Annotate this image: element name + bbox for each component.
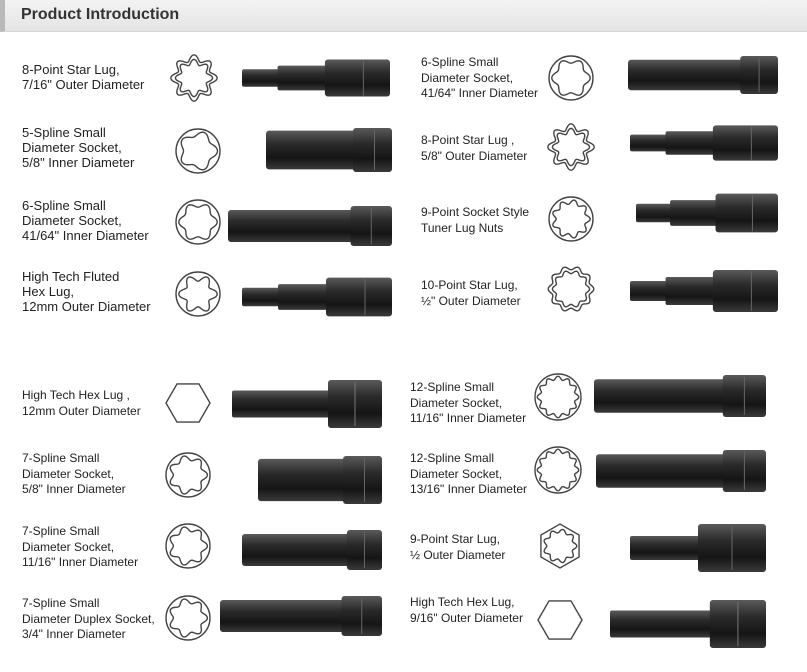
product-label-line: 41/64" Inner Diameter: [421, 86, 538, 100]
product-photo: [628, 56, 778, 99]
product-label-line: 9/16" Outer Diameter: [410, 610, 523, 625]
product-label-line: 6-Spline Small: [22, 198, 106, 213]
product-label-line: 7/16" Outer Diameter: [22, 77, 145, 92]
product-label-line: 7-Spline Small: [22, 524, 100, 538]
product-label-line: Diameter Socket,: [22, 466, 115, 481]
product-label-line: ½ Outer Diameter: [410, 547, 506, 562]
product-label: 8-Point Star Lug ,5/8" Outer Diameter: [421, 133, 527, 164]
product-label-line: 11/16" Inner Diameter: [22, 555, 139, 569]
product-label-line: High Tech Hex Lug,: [410, 595, 515, 609]
product-label-line: 12mm Outer Diameter: [22, 403, 141, 418]
product-label-line: 3/4" Inner Diameter: [22, 627, 126, 641]
product-photo: [232, 380, 382, 433]
product-label-line: 8-Point Star Lug ,: [421, 133, 515, 147]
product-photo: [242, 56, 390, 105]
product-photo: [258, 456, 382, 509]
section-header: Product Introduction: [0, 0, 807, 32]
product-label-line: 8-Point Star Lug,: [22, 62, 120, 77]
7-spline-icon: [162, 449, 214, 506]
5-spline-icon: [172, 125, 224, 182]
product-photo: [228, 206, 392, 251]
product-label: 10-Point Star Lug,½" Outer Diameter: [421, 278, 521, 309]
12-spline-icon: [532, 371, 584, 428]
product-label-line: High Tech Hex Lug ,: [22, 388, 130, 402]
product-label-line: 10-Point Star Lug,: [421, 278, 518, 292]
product-label-line: 41/64" Inner Diameter: [22, 228, 149, 243]
product-label-line: 7-Spline Small: [22, 451, 100, 465]
product-label-line: 5/8" Inner Diameter: [22, 155, 135, 170]
product-photo: [220, 596, 382, 641]
product-label-line: Diameter Socket,: [410, 395, 503, 410]
9-point-icon: [545, 193, 597, 250]
product-label-line: 12-Spline Small: [410, 380, 495, 394]
product-photo: [630, 266, 778, 321]
page-title: Product Introduction: [21, 6, 180, 23]
product-label-line: Tuner Lug Nuts: [421, 220, 504, 235]
7-spline-icon: [162, 592, 214, 649]
10-point-star-icon: [545, 263, 597, 320]
product-photo: [636, 190, 778, 241]
product-label: High Tech Hex Lug ,12mm Outer Diameter: [22, 388, 141, 419]
product-photo: [610, 600, 766, 653]
product-label-line: ½" Outer Diameter: [421, 293, 521, 308]
product-label-line: 7-Spline Small: [22, 596, 100, 610]
product-label-line: Diameter Socket,: [22, 140, 122, 155]
8-point-star-icon: [545, 121, 597, 178]
product-photo: [242, 274, 392, 325]
product-label-line: 12-Spline Small: [410, 451, 495, 465]
hexagon-icon: [162, 377, 214, 434]
7-spline-icon: [162, 520, 214, 577]
product-label-line: Diameter Socket,: [22, 213, 122, 228]
product-label-line: 13/16" Inner Diameter: [410, 482, 527, 496]
product-label-line: Diameter Duplex Socket,: [22, 611, 155, 626]
product-label-line: 9-Point Socket Style: [421, 205, 530, 219]
product-photo: [596, 450, 766, 497]
product-label-line: 6-Spline Small: [421, 55, 499, 69]
product-label: 8-Point Star Lug,7/16" Outer Diameter: [22, 62, 144, 92]
9-point-star-icon: [534, 520, 586, 577]
6-spline-icon: [545, 52, 597, 109]
product-photo: [630, 122, 778, 169]
product-photo: [242, 530, 382, 575]
product-label-line: Hex Lug,: [22, 284, 75, 299]
product-label-line: 5-Spline Small: [22, 125, 106, 140]
product-label: 9-Point Star Lug,½ Outer Diameter: [410, 532, 505, 563]
product-photo: [594, 375, 766, 422]
product-label-line: 11/16" Inner Diameter: [410, 411, 527, 425]
hexagon-icon: [534, 594, 586, 651]
product-label-line: Diameter Socket,: [22, 539, 115, 554]
product-photo: [630, 524, 766, 577]
8-point-star-icon: [168, 52, 220, 109]
6-spline-icon: [172, 196, 224, 253]
12-spline-icon: [532, 444, 584, 501]
product-label-line: 5/8" Outer Diameter: [421, 148, 528, 163]
product-label-line: Diameter Socket,: [410, 466, 503, 481]
product-label-line: 9-Point Star Lug,: [410, 532, 501, 546]
product-photo: [266, 128, 392, 177]
product-label-line: Diameter Socket,: [421, 70, 514, 85]
product-label: High Tech Hex Lug,9/16" Outer Diameter: [410, 595, 523, 626]
product-label-line: High Tech Fluted: [22, 269, 120, 284]
product-label-line: 12mm Outer Diameter: [22, 299, 151, 314]
fluted-hex-icon: [172, 268, 224, 325]
product-label-line: 5/8" Inner Diameter: [22, 482, 126, 496]
